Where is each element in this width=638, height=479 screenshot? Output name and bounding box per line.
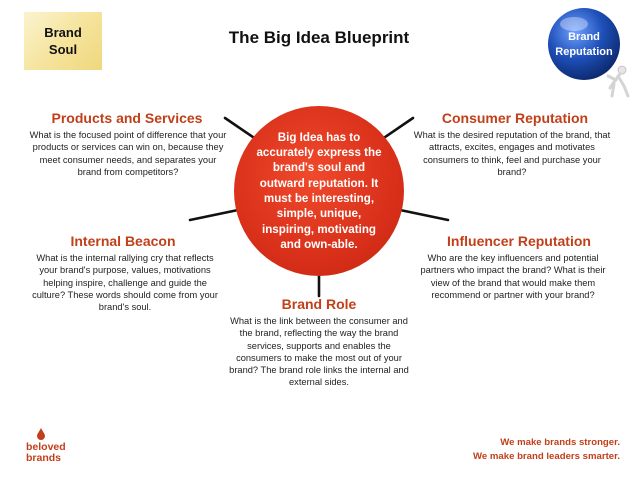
reputation-sphere-icon: Brand Reputation — [548, 8, 630, 98]
logo-line-1: beloved — [26, 441, 66, 453]
products-services-text: What is the focused point of difference … — [29, 130, 227, 177]
big-idea-circle: Big Idea has to accurately express the b… — [234, 106, 404, 276]
internal-beacon-heading: Internal Beacon — [70, 233, 176, 249]
connector-internal — [188, 208, 240, 222]
influencer-reputation-heading: Influencer Reputation — [447, 233, 591, 249]
big-idea-text: Big Idea has to accurately express the b… — [256, 130, 382, 251]
logo-line-2: brands — [26, 452, 62, 464]
consumer-reputation-heading: Consumer Reputation — [441, 110, 589, 126]
brand-role-heading: Brand Role — [281, 296, 357, 312]
badge-line-1: Brand — [568, 31, 600, 43]
products-services-heading: Products and Services — [51, 110, 203, 126]
badge-line-2: Reputation — [555, 46, 613, 58]
brand-reputation-badge: Brand Reputation — [538, 4, 638, 102]
tagline: We make brands stronger. We make brand l… — [473, 436, 620, 464]
internal-beacon-text: What is the internal rallying cry that r… — [32, 253, 218, 313]
influencer-reputation-text: Who are the key influencers and potentia… — [420, 253, 606, 300]
connector-influencer — [398, 208, 450, 222]
page-title: The Big Idea Blueprint — [228, 28, 410, 47]
brand-role-text: What is the link between the consumer an… — [229, 316, 409, 388]
tagline-line-1: We make brands stronger. — [500, 437, 620, 448]
beloved-brands-logo: beloved brands — [26, 428, 86, 468]
consumer-reputation-text: What is the desired reputation of the br… — [413, 130, 611, 177]
brand-soul-label: Brand Soul — [44, 25, 82, 57]
tagline-line-2: We make brand leaders smarter. — [472, 451, 620, 462]
brand-soul-box: Brand Soul — [24, 12, 102, 70]
logo-drop-icon — [37, 428, 45, 440]
